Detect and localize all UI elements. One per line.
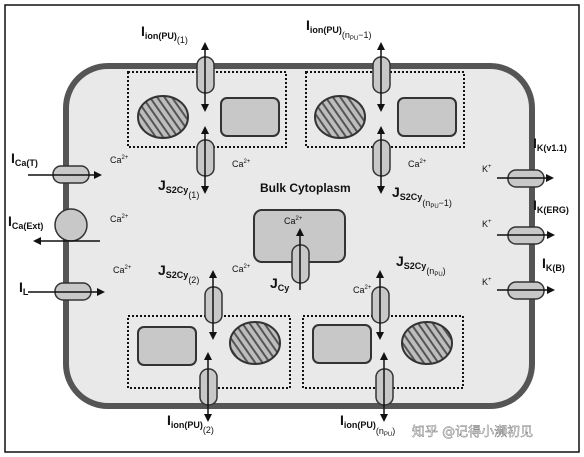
channel-ca-t [28,165,102,184]
bulk-cytoplasm-label: Bulk Cytoplasm [260,181,351,195]
er-compartment [137,326,197,366]
svg-text:K+: K+ [482,219,492,229]
label-ca-t: ICa(T) [11,150,38,168]
mitochondrion [314,95,366,139]
label-s2cy-n-minus-1: JS2Cy(nPU−1) [392,184,452,210]
channel-k-b [497,281,555,300]
channel-ion-pu-n [375,352,394,422]
channel-s2cy-n-minus-1 [372,126,391,194]
svg-text:Ca2+: Ca2+ [110,214,129,224]
svg-text:Ca2+: Ca2+ [110,155,129,165]
svg-text:Ca2+: Ca2+ [284,216,303,226]
svg-text:K+: K+ [482,277,492,287]
label-k-v11: IK(v1.1) [533,135,567,153]
label-s2cy-1: JS2Cy(1) [158,177,199,200]
channel-k-erg [497,226,555,245]
channel-s2cy-2 [204,270,223,340]
ca-ion-labels: Ca2+ Ca2+ Ca2+ Ca2+ Ca2+ Ca2+ Ca2+ Ca2+ [110,155,427,295]
channel-s2cy-1 [196,126,215,194]
label-ion-pu-n: Iion(PU)(nPU) [340,412,395,438]
label-k-b: IK(B) [542,255,565,273]
label-l: IL [19,279,29,297]
label-ion-pu-1: Iion(PU)(1) [141,23,188,45]
channel-k-v11 [497,169,554,188]
mitochondrion [229,321,281,365]
label-ca-ext: ICa(Ext) [8,213,43,231]
er-compartment [312,324,372,364]
channel-ion-pu-1 [196,42,215,112]
label-s2cy-2: JS2Cy(2) [158,262,199,285]
k-ion-labels: K+ K+ K+ [482,164,492,287]
subcellular-unit-n-minus-1 [305,71,465,148]
watermark: 知乎 @记得小濒初见 [412,424,533,440]
svg-text:Ca2+: Ca2+ [113,265,132,275]
svg-text:Ca2+: Ca2+ [232,159,251,169]
mitochondrion [137,95,189,139]
label-k-erg: IK(ERG) [533,197,569,215]
svg-text:Ca2+: Ca2+ [353,285,372,295]
mitochondrion [401,321,453,365]
subcellular-unit-1 [127,71,287,148]
channel-s2cy-n [371,270,390,340]
channel-cy [291,228,310,290]
channel-ion-pu-n-minus-1 [372,42,391,112]
label-s2cy-n: JS2Cy(nPU) [396,253,446,278]
channel-ion-pu-2 [199,352,218,422]
er-compartment [397,97,457,137]
label-cy: JCy [270,275,289,293]
label-ion-pu-2: Iion(PU)(2) [167,412,214,435]
channel-ca-ext [33,208,100,245]
channel-l [28,282,105,301]
svg-text:Ca2+: Ca2+ [232,264,251,274]
svg-text:Ca2+: Ca2+ [408,159,427,169]
svg-text:K+: K+ [482,164,492,174]
label-ion-pu-n-minus-1: Iion(PU)(nPU−1) [306,17,372,42]
er-compartment [220,97,280,137]
